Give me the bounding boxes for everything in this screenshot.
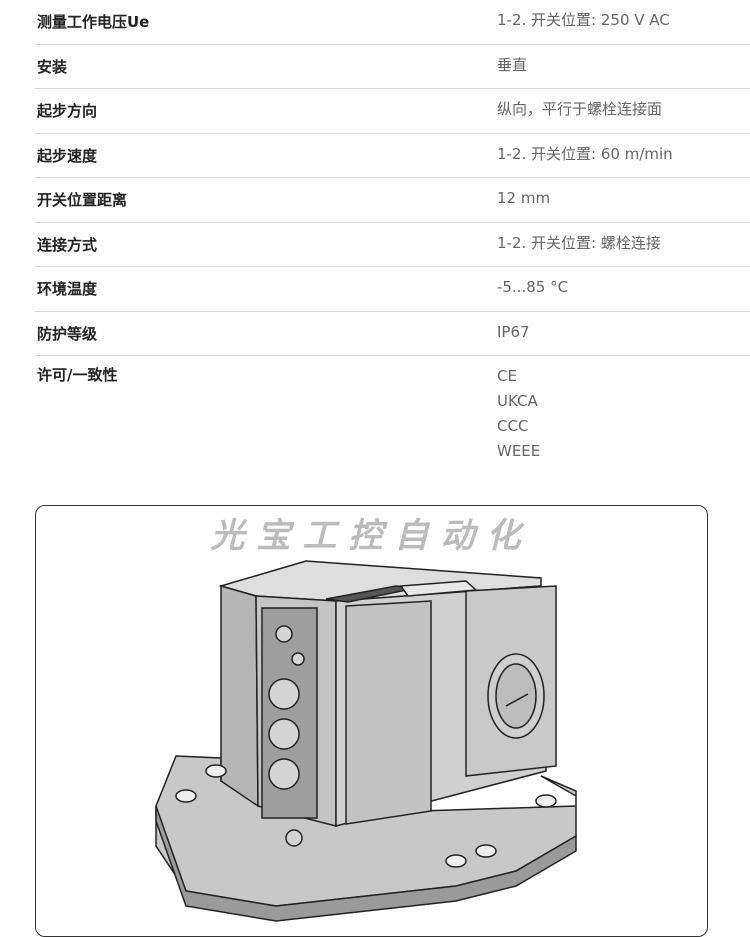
spec-label: 防护等级 xyxy=(37,324,98,343)
spec-value: 1-2. 开关位置: 60 m/min xyxy=(497,142,673,167)
spec-row: 测量工作电压Ue 1-2. 开关位置: 250 V AC xyxy=(35,0,750,45)
spec-row: 开关位置距离 12 mm xyxy=(35,178,750,223)
spec-label: 测量工作电压Ue xyxy=(37,13,150,31)
product-image: 光宝工控自动化 xyxy=(35,505,708,937)
spec-value: 垂直 xyxy=(497,53,527,78)
spec-value-line: WEEE xyxy=(497,442,541,460)
spec-value-line: 1-2. 开关位置: 250 V AC xyxy=(497,11,670,29)
spec-label: 起步方向 xyxy=(37,102,98,120)
spec-label: 连接方式 xyxy=(37,235,98,254)
spec-label: 开关位置距离 xyxy=(37,191,128,209)
spec-value: 1-2. 开关位置: 250 V AC xyxy=(497,8,670,33)
spec-row: 连接方式 1-2. 开关位置: 螺栓连接 xyxy=(35,223,750,267)
spec-value: 12 mm xyxy=(497,186,550,211)
spec-label: 起步速度 xyxy=(37,146,98,165)
watermark-text: 光宝工控自动化 xyxy=(210,516,533,556)
spec-value-line: 1-2. 开关位置: 螺栓连接 xyxy=(497,233,661,252)
spec-value-line: IP67 xyxy=(497,322,530,341)
spec-value-line: 1-2. 开关位置: 60 m/min xyxy=(497,144,673,163)
spec-table: 测量工作电压Ue 1-2. 开关位置: 250 V AC 安装 垂直起步方向 纵向，平行… xyxy=(35,0,750,460)
spec-value-line: -5...85 °C xyxy=(497,278,569,296)
spec-value-line: UKCA xyxy=(497,392,538,410)
spec-value-line: 纵向，平行于螺栓连接面 xyxy=(497,100,663,118)
spec-label: 环境温度 xyxy=(37,280,98,298)
spec-value: CE UKCA CCC WEEE xyxy=(497,364,750,464)
spec-row: 起步方向 纵向，平行于螺栓连接面 xyxy=(35,89,750,134)
spec-row: 环境温度 -5...85 °C xyxy=(35,267,750,312)
spec-value-line: 12 mm xyxy=(497,189,551,207)
spec-row: 许可/一致性 CE UKCA CCC WEEE xyxy=(35,353,750,460)
spec-row: 安装 垂直 xyxy=(35,45,750,89)
spec-value: -5...85 °C xyxy=(497,275,568,300)
spec-value-line: CCC xyxy=(497,417,529,435)
spec-value-line: 垂直 xyxy=(497,55,528,74)
spec-label: 许可/一致性 xyxy=(37,366,118,384)
spec-label: 安装 xyxy=(37,57,68,76)
switch-drawing xyxy=(155,560,577,922)
spec-value: IP67 xyxy=(497,320,530,345)
spec-value: 1-2. 开关位置: 螺栓连接 xyxy=(497,231,661,256)
spec-row: 起步速度 1-2. 开关位置: 60 m/min xyxy=(35,134,750,178)
spec-value-line: CE xyxy=(497,367,517,385)
spec-value: 纵向，平行于螺栓连接面 xyxy=(497,97,662,122)
spec-row: 防护等级 IP67 xyxy=(35,312,750,356)
